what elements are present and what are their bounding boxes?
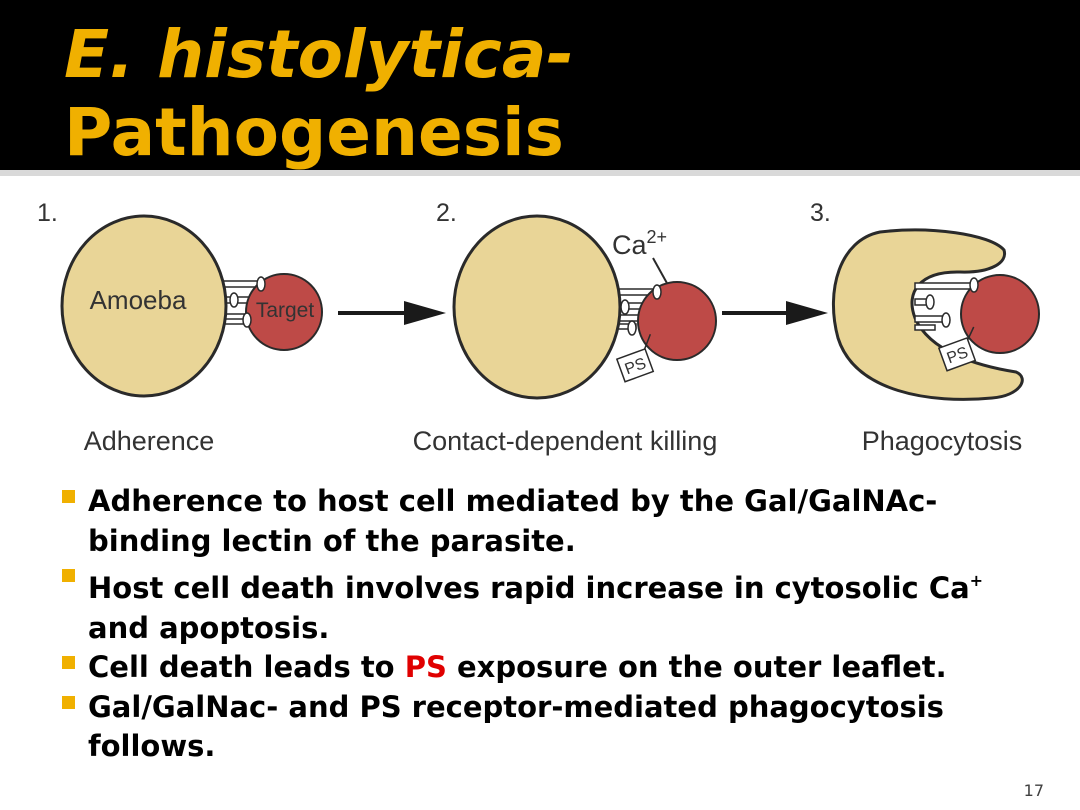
square-bullet-icon — [62, 695, 75, 709]
bullet-item-phagocytosis: Gal/GalNac- and PS receptor-mediated pha… — [58, 688, 1048, 767]
arrow-1-icon — [338, 301, 446, 325]
bullet-text: Cell death leads to — [88, 650, 405, 684]
ps-tag-3: PS — [937, 326, 977, 372]
bullet-text: Adherence to host cell mediated by the G… — [88, 484, 938, 558]
title-line-2: Pathogenesis — [64, 94, 564, 171]
square-bullet-icon — [62, 490, 75, 503]
bullet-item-adherence: Adherence to host cell mediated by the G… — [58, 482, 1048, 561]
target-cell-3 — [960, 274, 1040, 354]
title-bar — [0, 0, 1080, 170]
step-2-number: 2. — [436, 199, 457, 227]
step-1-illustration: Amoeba Target — [60, 214, 323, 398]
bullet-item-ps-exposure: Cell death leads to PS exposure on the o… — [58, 648, 1048, 688]
amoeba-cell-2 — [452, 214, 622, 400]
bullet-text: Host cell death involves rapid increase … — [88, 571, 970, 605]
amoeba-label: Amoeba — [90, 285, 187, 315]
step-2-illustration: PS Ca2+ — [452, 214, 717, 400]
bullet-text-tail: exposure on the outer leaflet. — [446, 650, 947, 684]
square-bullet-icon — [62, 569, 75, 582]
ca-pointer-line — [652, 257, 669, 286]
caption-phagocytosis: Phagocytosis — [862, 426, 1023, 456]
ps-label-3: PS — [945, 344, 971, 367]
bullet-item-cell-death: Host cell death involves rapid increase … — [58, 561, 1048, 648]
caption-contact-killing: Contact-dependent killing — [413, 426, 718, 456]
header-divider — [0, 170, 1080, 176]
square-bullet-icon — [62, 656, 75, 669]
target-cell-1 — [245, 273, 323, 351]
amoeba-cell-1 — [60, 214, 228, 398]
calcium-label: Ca2+ — [612, 227, 667, 260]
title-line-1: E. histolytica- — [64, 16, 574, 93]
ps-label-2: PS — [623, 355, 649, 378]
pathogenesis-diagram: 1. 2. 3. Amoeba Target — [37, 199, 1040, 456]
step-1-number: 1. — [37, 199, 58, 227]
slide-title: E. histolytica- Pathogenesis — [64, 16, 574, 172]
bullet-text-tail: and apoptosis. — [88, 610, 330, 645]
page-number: 17 — [1023, 781, 1044, 800]
ps-tag-2: PS — [615, 333, 655, 383]
arrow-2-icon — [722, 301, 828, 325]
target-cell-2 — [637, 281, 717, 361]
step-3-illustration: PS — [831, 228, 1040, 401]
ps-highlight: PS — [404, 650, 447, 684]
caption-adherence: Adherence — [84, 426, 215, 456]
calcium-superscript: + — [969, 571, 984, 590]
step-3-number: 3. — [810, 199, 831, 227]
bullet-list: Adherence to host cell mediated by the G… — [58, 482, 1048, 767]
bullet-text: Gal/GalNac- and PS receptor-mediated pha… — [88, 689, 944, 764]
target-label: Target — [256, 299, 315, 322]
